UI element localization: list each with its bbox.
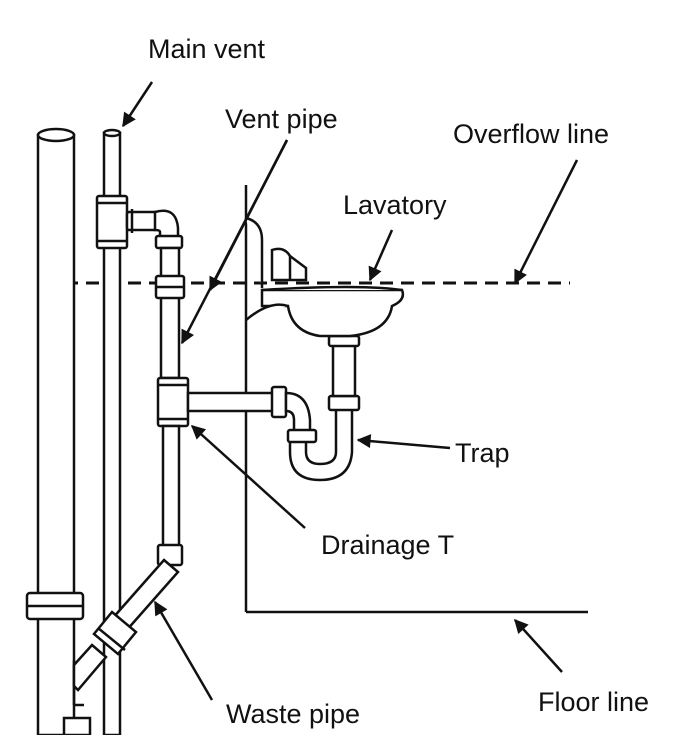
lavatory [245,216,405,338]
arrow-lavatory [368,229,394,282]
arrow-floor-line [514,618,563,673]
main-vent-pipe [95,128,159,735]
arrow-waste-pipe [153,600,214,701]
arrow-drainage-t [190,425,306,529]
label-main-vent: Main vent [148,34,266,64]
vent-pipe [153,209,190,567]
label-vent-pipe: Vent pipe [225,104,338,134]
label-waste-pipe: Waste pipe [226,699,360,729]
arrow-main-vent [121,81,154,128]
label-overflow-line: Overflow line [453,119,609,149]
main-stack [25,127,92,735]
label-lavatory: Lavatory [343,190,447,220]
p-trap [288,334,361,482]
waste-pipe [72,558,180,692]
label-trap: Trap [455,438,510,468]
arrow-trap [356,434,451,450]
arrow-overflow-line [513,159,579,285]
label-floor-line: Floor line [538,687,649,717]
label-drainage-t: Drainage T [321,530,454,560]
trap-arm [186,385,318,444]
leader-lines [121,81,579,701]
arrow-vent-pipe-2 [208,139,289,292]
